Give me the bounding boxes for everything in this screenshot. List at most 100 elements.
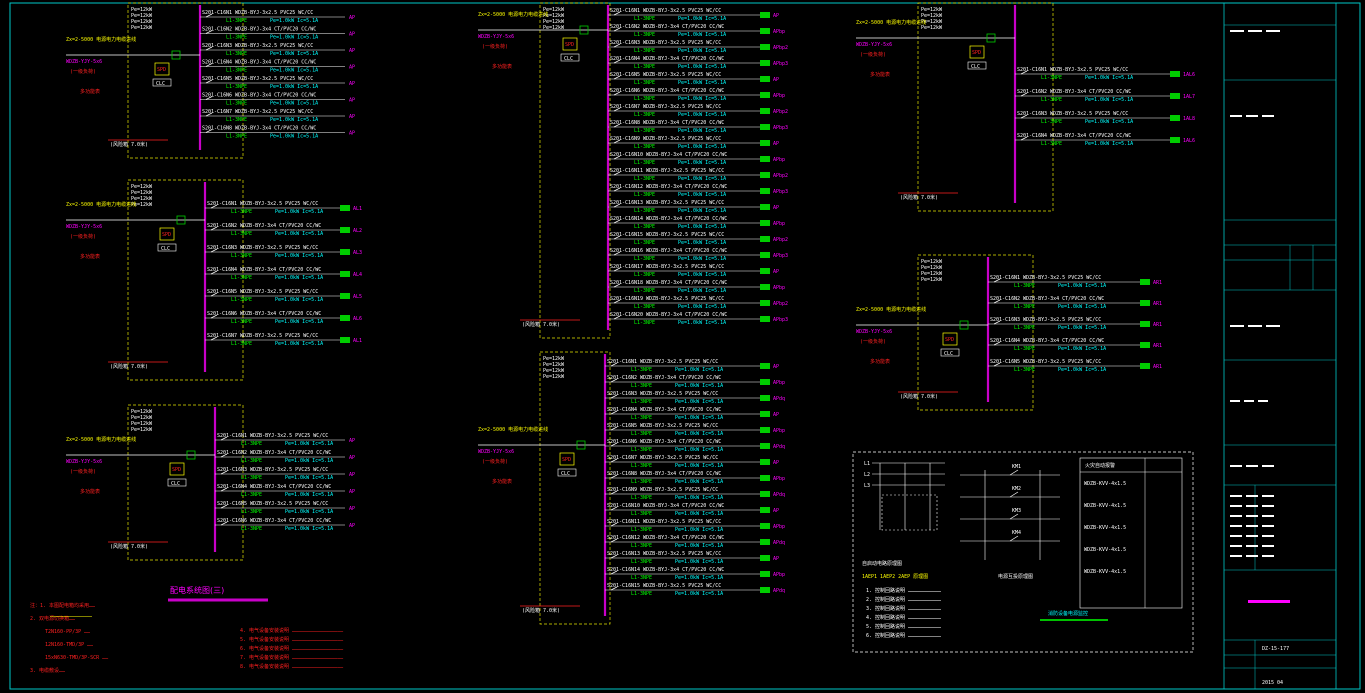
equipment-box-icon (760, 124, 770, 130)
power-label: Pe=1.0kW Ic=5.1A (678, 32, 726, 38)
breaker-label: S201-C16 (1017, 111, 1041, 117)
cable-spec: N17 WDZB-BYJ-3x2.5 PVC25 WC/CC (634, 264, 724, 270)
panel-parameters: Pe=12kW (131, 19, 153, 25)
drawing-title: 配电系统图(三) (170, 585, 224, 595)
phase-label: L1 (864, 461, 870, 467)
load-label: AP (773, 77, 779, 83)
title-block-text (1230, 515, 1242, 517)
breaker-symbol (220, 504, 228, 509)
load-label: AP (773, 141, 779, 147)
title-block-text (1262, 505, 1274, 507)
equipment-box-icon (760, 12, 770, 18)
power-label: Pe=1.0kW Ic=5.1A (1085, 97, 1133, 103)
cable-spec: N8 WDZB-BYJ-3x4 CT/PVC20 CC/WC (634, 120, 724, 126)
panel-parameters: Pe=12kW (131, 196, 153, 202)
cable-spec: N4 WDZB-BYJ-3x4 CT/PVC20 CC/WC (1014, 338, 1104, 344)
phase-label: L1-3NPE (631, 543, 652, 549)
breaker-label: S201-C16 (217, 450, 241, 456)
phase-label: L1-3NPE (634, 128, 655, 134)
load-label: APbp (773, 476, 785, 482)
breaker-symbol (610, 506, 618, 511)
power-label: Pe=1.0kW Ic=5.1A (678, 144, 726, 150)
panel-parameters: Pe=12kW (543, 25, 565, 31)
title-block-text (1262, 555, 1274, 557)
power-label: Pe=1.0kW Ic=5.1A (275, 341, 323, 347)
breaker-label: S201-C16 (202, 76, 226, 82)
breaker-label: S201-C16 (607, 519, 631, 525)
breaker-symbol (613, 219, 621, 224)
note-text: …………………………………… (50, 613, 92, 619)
equipment-box-icon (760, 92, 770, 98)
breaker-label: S201-C16 (217, 484, 241, 490)
cable-label: WDZB-YJY-5x6 (66, 224, 102, 230)
equipment-box-icon (340, 249, 350, 255)
power-label: Pe=1.0kW Ic=5.1A (275, 209, 323, 215)
title-block-text (1246, 515, 1258, 517)
panel-parameters: Pe=12kW (131, 184, 153, 190)
clc-label: CLC (564, 56, 573, 62)
breaker-symbol (993, 362, 1001, 367)
breaker-label: S201-C16 (610, 248, 634, 254)
power-label: Pe=1.0kW Ic=5.1A (1085, 141, 1133, 147)
equipment-box-icon (760, 76, 770, 82)
title-block: DZ-15-177 2015 04 (1223, 2, 1337, 690)
breaker-symbol (205, 96, 213, 100)
cable-spec: N4 WDZB-BYJ-3x4 CT/PVC20 CC/WC (631, 407, 721, 413)
phase-label: L1-3NPE (226, 68, 247, 74)
power-label: Pe=1.0kW Ic=5.1A (675, 527, 723, 533)
breaker-label: S201-C16 (1017, 133, 1041, 139)
load-label: AR1 (1153, 280, 1162, 286)
breaker-symbol (220, 521, 228, 526)
spd-symbol (159, 227, 175, 241)
cable-spec: N2 WDZB-BYJ-3x4 CT/PVC20 CC/WC (631, 375, 721, 381)
breaker-symbol (1020, 70, 1028, 75)
phase-label: L1-3NPE (226, 51, 247, 57)
breaker-label: S201-C16 (607, 567, 631, 573)
breaker-label: S201-C16 (607, 471, 631, 477)
legend-caption: 1AEP1 1AEP2 2AEP 原理图 (862, 574, 928, 580)
equipment-box-icon (340, 315, 350, 321)
power-label: Pe=1.0kW Ic=5.1A (678, 288, 726, 294)
clc-label: CLC (971, 64, 980, 70)
phase-label: L1-3NPE (634, 64, 655, 70)
cable-spec: N2 WDZB-BYJ-3x4 CT/PVC20 CC/WC (634, 24, 724, 30)
breaker-label: S201-C16 (217, 501, 241, 507)
cable-spec: N19 WDZB-BYJ-3x2.5 PVC25 WC/CC (634, 296, 724, 302)
title-block-text (1262, 465, 1274, 467)
cable-spec: N3 WDZB-BYJ-3x2.5 PVC25 WC/CC (634, 40, 721, 46)
breaker-label: S201-C16 (202, 10, 226, 16)
cable-spec: N1 WDZB-BYJ-3x2.5 PVC25 WC/CC (634, 8, 721, 14)
load-class-label: (一级负荷) (70, 68, 96, 75)
load-label: 1AL6 (1183, 138, 1195, 144)
relay-contact-symbol (1009, 469, 1019, 476)
supply-label: Zx=2-5000 电源电力电缆进线 (856, 306, 926, 313)
cable-spec: N12 WDZB-BYJ-3x4 CT/PVC20 CC/WC (631, 535, 724, 541)
main-breaker-symbol (171, 50, 181, 60)
power-label: Pe=1.0kW Ic=5.1A (1058, 304, 1106, 310)
notes-block: 注：1. 本图配电箱均采用……2. 双电源切换箱……T2N160-PP/3P …… (30, 602, 343, 674)
clc-box (152, 78, 172, 87)
title-block-text (1266, 325, 1280, 327)
meter-label: 多功能表 (80, 253, 100, 260)
breaker-label: S201-C16 (607, 503, 631, 509)
cable-spec: N5 WDZB-BYJ-3x2.5 PVC25 WC/CC (226, 76, 313, 82)
breaker-symbol (205, 79, 213, 84)
phase-label: L1-3NPE (241, 509, 262, 515)
relay-contact-symbol (1009, 535, 1019, 542)
load-label: AP (773, 556, 779, 562)
cable-spec: N1 WDZB-BYJ-3x2.5 PVC25 WC/CC (631, 359, 718, 365)
load-label: APdq (773, 540, 785, 546)
cable-spec: N8 WDZB-BYJ-3x4 CT/PVC20 CC/WC (226, 126, 316, 132)
equipment-box-icon (760, 395, 770, 401)
panel-parameters: Pe=12kW (921, 7, 943, 13)
relay-label: KM2 (1012, 486, 1021, 492)
load-label: 1AL8 (1183, 116, 1195, 122)
breaker-label: S201-C16 (202, 43, 226, 49)
meter-label: 多功能表 (80, 88, 100, 95)
phase-label: L1-3NPE (634, 16, 655, 22)
breaker-label: S201-C16 (207, 311, 231, 317)
load-label: AP (773, 269, 779, 275)
power-label: Pe=1.0kW Ic=5.1A (678, 128, 726, 134)
load-label: AP (349, 15, 355, 21)
